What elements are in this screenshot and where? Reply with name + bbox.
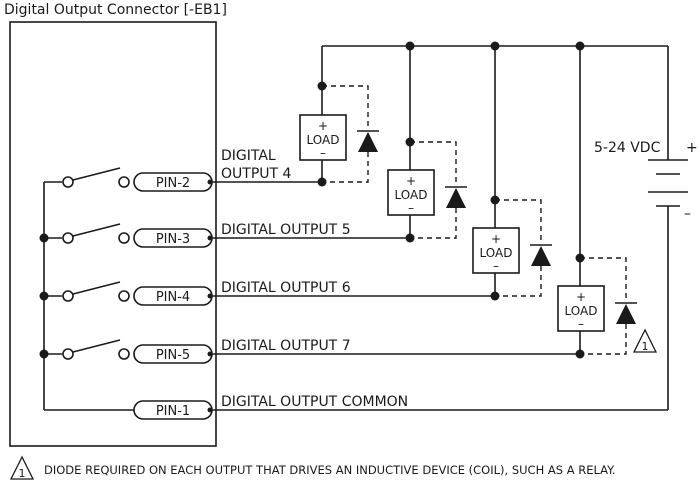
internal-common-bus <box>39 181 134 411</box>
note-marker-icon: 1 <box>632 328 658 353</box>
svg-text:+: + <box>576 290 586 304</box>
power-supply <box>648 159 688 410</box>
supply-plus-label: + <box>686 140 698 156</box>
svg-text:+: + <box>406 174 416 188</box>
load-circuit-5: + LOAD – <box>387 137 467 243</box>
svg-text:LOAD: LOAD <box>480 246 513 260</box>
load-circuit-4: + LOAD – <box>299 81 379 187</box>
supply-minus-label: – <box>684 206 691 222</box>
label-output-7: DIGITAL OUTPUT 7 <box>221 338 351 354</box>
svg-text:PIN-1: PIN-1 <box>156 404 190 419</box>
label-output-4-line2: OUTPUT 4 <box>221 166 292 182</box>
svg-text:PIN-4: PIN-4 <box>156 290 190 305</box>
svg-text:PIN-5: PIN-5 <box>156 348 190 363</box>
svg-text:+: + <box>318 119 328 133</box>
load-circuit-7: + LOAD – <box>557 253 637 359</box>
switch-pin-2 <box>62 167 130 188</box>
load-circuit-6: + LOAD – <box>472 195 552 301</box>
diagram-title: Digital Output Connector [-EB1] <box>4 2 227 18</box>
svg-text:LOAD: LOAD <box>395 188 428 202</box>
svg-text:–: – <box>320 146 326 160</box>
svg-text:PIN-2: PIN-2 <box>156 176 190 191</box>
label-output-4-line1: DIGITAL <box>221 148 276 164</box>
pin-2: PIN-2 <box>133 172 213 192</box>
switch-pin-5 <box>62 339 130 360</box>
svg-text:–: – <box>408 201 414 215</box>
footnote-text: DIODE REQUIRED ON EACH OUTPUT THAT DRIVE… <box>44 463 615 477</box>
footnote-marker-icon: 1 <box>9 455 35 480</box>
positive-bus <box>321 41 669 258</box>
label-output-6: DIGITAL OUTPUT 6 <box>221 280 351 296</box>
switch-pin-4 <box>62 281 130 302</box>
svg-text:1: 1 <box>642 340 649 353</box>
svg-text:–: – <box>493 259 499 273</box>
supply-voltage-label: 5-24 VDC <box>594 140 661 156</box>
pin-1: PIN-1 <box>133 400 213 420</box>
svg-text:+: + <box>491 232 501 246</box>
svg-text:LOAD: LOAD <box>565 304 598 318</box>
label-output-5: DIGITAL OUTPUT 5 <box>221 222 351 238</box>
svg-text:PIN-3: PIN-3 <box>156 232 190 247</box>
output-wires <box>207 179 668 413</box>
pin-5: PIN-5 <box>133 344 213 364</box>
svg-text:1: 1 <box>19 467 26 480</box>
svg-text:LOAD: LOAD <box>307 133 340 147</box>
footnote: 1 DIODE REQUIRED ON EACH OUTPUT THAT DRI… <box>9 455 615 480</box>
pin-4: PIN-4 <box>133 286 213 306</box>
label-output-common: DIGITAL OUTPUT COMMON <box>221 394 408 410</box>
pin-3: PIN-3 <box>133 228 213 248</box>
svg-text:–: – <box>578 317 584 331</box>
switch-pin-3 <box>62 223 130 244</box>
